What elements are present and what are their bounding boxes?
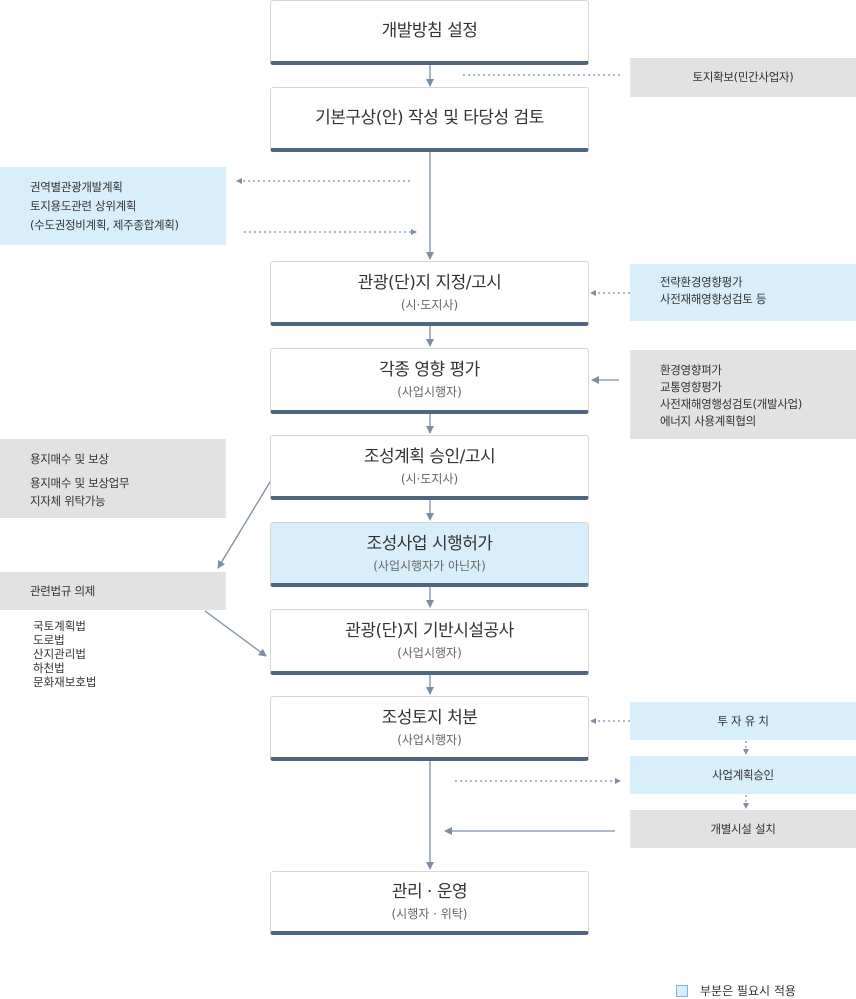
note-text: 사업계획승인	[712, 767, 774, 782]
note-impact-list: 환경영향펴가 교통영향평가 사전재해영행성검토(개발사업) 에너지 사용계획협의	[630, 350, 856, 439]
step-development-policy: 개발방침 설정	[270, 0, 589, 65]
note-text: 투 자 유 치	[717, 713, 769, 728]
note-laws-title: 관련법규 의제	[0, 572, 226, 610]
note-line: 토지용도관련 상위계획	[30, 199, 137, 213]
legend-swatch	[676, 984, 688, 997]
step-subtitle: (사업시행자)	[397, 732, 462, 747]
step-subtitle: (시행자 · 위탁)	[391, 907, 468, 921]
step-subtitle: (사업시행자가 아닌자)	[373, 558, 486, 573]
note-line: 전략환경영향평가	[660, 275, 743, 289]
note-line: 사전재해영행성검토(개발사업)	[660, 397, 803, 411]
note-line: 지자체 위탁가능	[30, 494, 106, 508]
step-management: 관리 · 운영 (시행자 · 위탁)	[270, 871, 589, 935]
note-business-approval: 사업계획승인	[630, 756, 856, 794]
step-title: 조성토지 처분	[381, 707, 478, 728]
step-subtitle: (사업시행자)	[397, 646, 462, 660]
law-item: 국토계획법	[33, 619, 86, 633]
step-title: 조성사업 시행허가	[366, 533, 493, 554]
step-subtitle: (시·도지사)	[400, 471, 459, 486]
step-impact-assessment: 각종 영향 평가 (사업시행자)	[270, 348, 589, 414]
note-line: 환경영향펴가	[660, 363, 722, 377]
step-title: 조성계획 승인/고시	[363, 446, 496, 467]
law-item: 문화재보호법	[33, 675, 97, 689]
note-line: 용지매수 및 보상업무	[30, 476, 130, 490]
laws-list: 국토계획법 도로법 산지관리법 하천법 문화재보호법	[33, 619, 96, 689]
step-basic-concept: 기본구상(안) 작성 및 타당성 검토	[270, 87, 589, 152]
step-title: 관광(단)지 기반시설공사	[345, 621, 514, 641]
step-subtitle: (사업시행자)	[397, 385, 462, 399]
legend: 부분은 필요시 적용	[676, 982, 796, 999]
note-text: 개별시설 설치	[710, 821, 776, 836]
note-line: 용지매수 및 보상	[30, 452, 109, 466]
note-compensation: 용지매수 및 보상 용지매수 및 보상업무 지자체 위탁가능	[0, 439, 226, 518]
note-facility-install: 개별시설 설치	[630, 810, 856, 848]
note-line: 교통영향평가	[660, 380, 722, 394]
note-line: 사전재해영향성검토 등	[660, 292, 767, 306]
note-text: 토지확보(민간사업자)	[692, 70, 794, 84]
step-designation: 관광(단)지 지정/고시 (시·도지사)	[270, 261, 589, 326]
note-line: 에너지 사용계획협의	[660, 414, 756, 428]
law-item: 도로법	[33, 633, 65, 647]
step-title: 개발방침 설정	[381, 21, 478, 41]
note-upper-plans: 권역별관광개발계획 토지용도관련 상위계획 (수도권정비계획, 제주종합계획)	[0, 167, 226, 245]
note-line: 권역별관광개발계획	[30, 180, 123, 194]
step-title: 기본구상(안) 작성 및 타당성 검토	[315, 108, 544, 128]
note-strategic-assessment: 전략환경영향평가 사전재해영향성검토 등	[630, 264, 856, 321]
note-land-acquisition: 토지확보(민간사업자)	[630, 58, 856, 97]
note-text: 관련법규 의제	[30, 583, 96, 598]
note-investment: 투 자 유 치	[630, 702, 856, 740]
legend-text: 부분은 필요시 적용	[700, 984, 796, 998]
step-title: 관광(단)지 지정/고시	[357, 272, 502, 293]
step-title: 각종 영향 평가	[379, 360, 480, 380]
step-title: 관리 · 운영	[391, 882, 468, 902]
step-subtitle: (시·도지사)	[400, 297, 459, 312]
step-land-disposal: 조성토지 처분 (사업시행자)	[270, 696, 589, 761]
note-line: (수도권정비계획, 제주종합계획)	[30, 218, 179, 232]
law-item: 하천법	[33, 661, 65, 675]
step-plan-approval: 조성계획 승인/고시 (시·도지사)	[270, 435, 589, 500]
law-item: 산지관리법	[33, 647, 86, 661]
step-infrastructure: 관광(단)지 기반시설공사 (사업시행자)	[270, 609, 589, 675]
step-project-permit: 조성사업 시행허가 (사업시행자가 아닌자)	[270, 522, 589, 587]
